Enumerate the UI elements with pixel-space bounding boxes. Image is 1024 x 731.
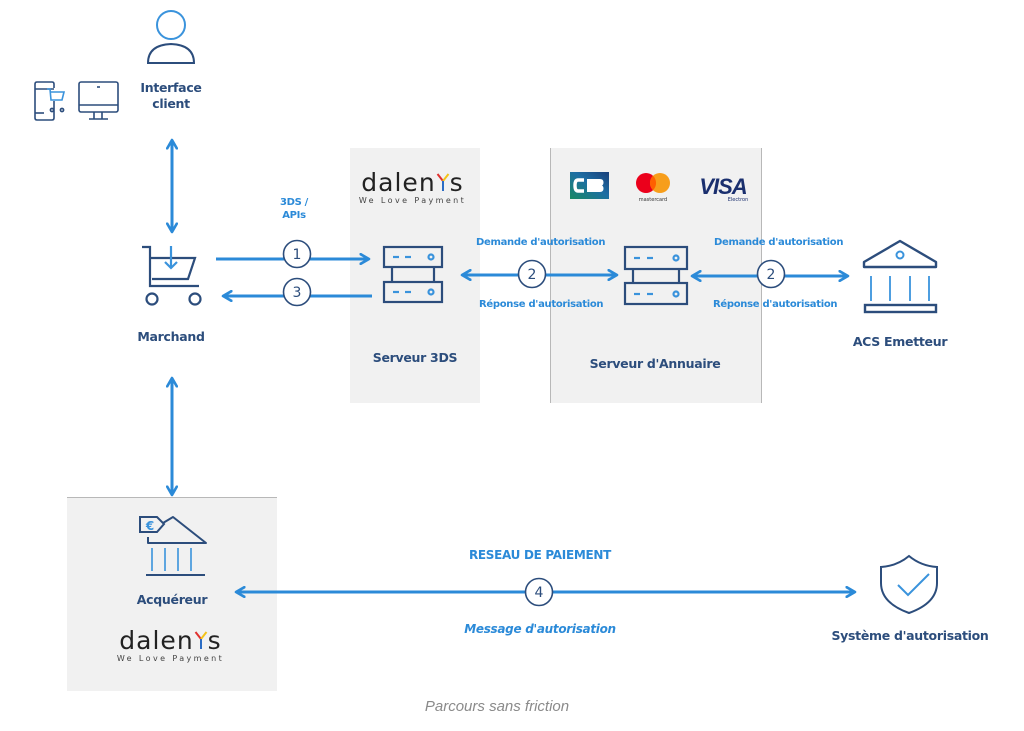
logo-prefix: dalen: [119, 626, 194, 655]
svg-text:1: 1: [293, 247, 302, 263]
network-title: RESEAU DE PAIEMENT: [468, 548, 612, 562]
directory-server-icon: [623, 245, 689, 306]
acquirer-label: Acquéreur: [136, 592, 208, 607]
response-label-right: Réponse d'autorisation: [713, 299, 838, 310]
acs-label: ACS Emetteur: [852, 334, 948, 349]
step2-badge-directory: 2: [517, 259, 547, 289]
server-3ds-label: Serveur 3DS: [372, 350, 458, 365]
mobile-cart-icon: [34, 81, 66, 121]
server-3ds-panel: [350, 148, 480, 403]
desktop-monitor-icon: [78, 81, 119, 120]
step3-badge: 3: [282, 277, 312, 307]
client-label: Interface client: [121, 80, 221, 112]
mastercard-logo: mastercard: [636, 173, 670, 203]
api-label-line1: 3DS /: [279, 197, 309, 208]
logo-y-glyph: [194, 631, 207, 649]
logo-suffix: s: [449, 168, 464, 197]
logo-y-glyph: [436, 173, 449, 191]
logo-suffix: s: [207, 626, 222, 655]
visa-electron-logo: VISA Electron: [699, 174, 748, 203]
response-label-left: Réponse d'autorisation: [479, 299, 604, 310]
logo-prefix: dalen: [361, 168, 436, 197]
auth-system-label: Système d'autorisation: [831, 628, 989, 643]
api-label: 3DS / APIs: [264, 196, 324, 222]
server-3ds-icon: [382, 245, 444, 304]
user-icon: [146, 10, 196, 64]
svg-text:3: 3: [293, 285, 302, 301]
bank-euro-icon: €: [139, 516, 207, 576]
svg-text:€: €: [145, 519, 154, 533]
cb-card-logo: [570, 172, 609, 199]
step2-badge-acs: 2: [756, 259, 786, 289]
merchant-label: Marchand: [137, 329, 205, 344]
request-label-left: Demande d'autorisation: [476, 237, 606, 248]
bank-icon: [862, 239, 938, 314]
network-message: Message d'autorisation: [464, 622, 616, 636]
shield-check-icon: [880, 554, 938, 615]
request-label-right: Demande d'autorisation: [714, 237, 844, 248]
step1-badge: 1: [282, 239, 312, 269]
shopping-cart-icon: [142, 245, 202, 306]
directory-server-label: Serveur d'Annuaire: [589, 356, 721, 371]
client-label-line1: Interface: [140, 80, 202, 95]
svg-text:mastercard: mastercard: [639, 197, 667, 203]
api-label-line2: APIs: [282, 210, 306, 221]
svg-text:4: 4: [535, 585, 544, 601]
svg-text:2: 2: [528, 267, 537, 283]
step4-badge: 4: [524, 577, 554, 607]
svg-text:Electron: Electron: [728, 197, 749, 203]
logo-tagline: We Love Payment: [358, 196, 467, 205]
client-label-line2: client: [152, 96, 190, 111]
diagram-caption: Parcours sans friction: [424, 698, 570, 715]
svg-text:2: 2: [767, 267, 776, 283]
logo-tagline: We Love Payment: [116, 654, 225, 663]
svg-text:VISA: VISA: [699, 174, 746, 199]
